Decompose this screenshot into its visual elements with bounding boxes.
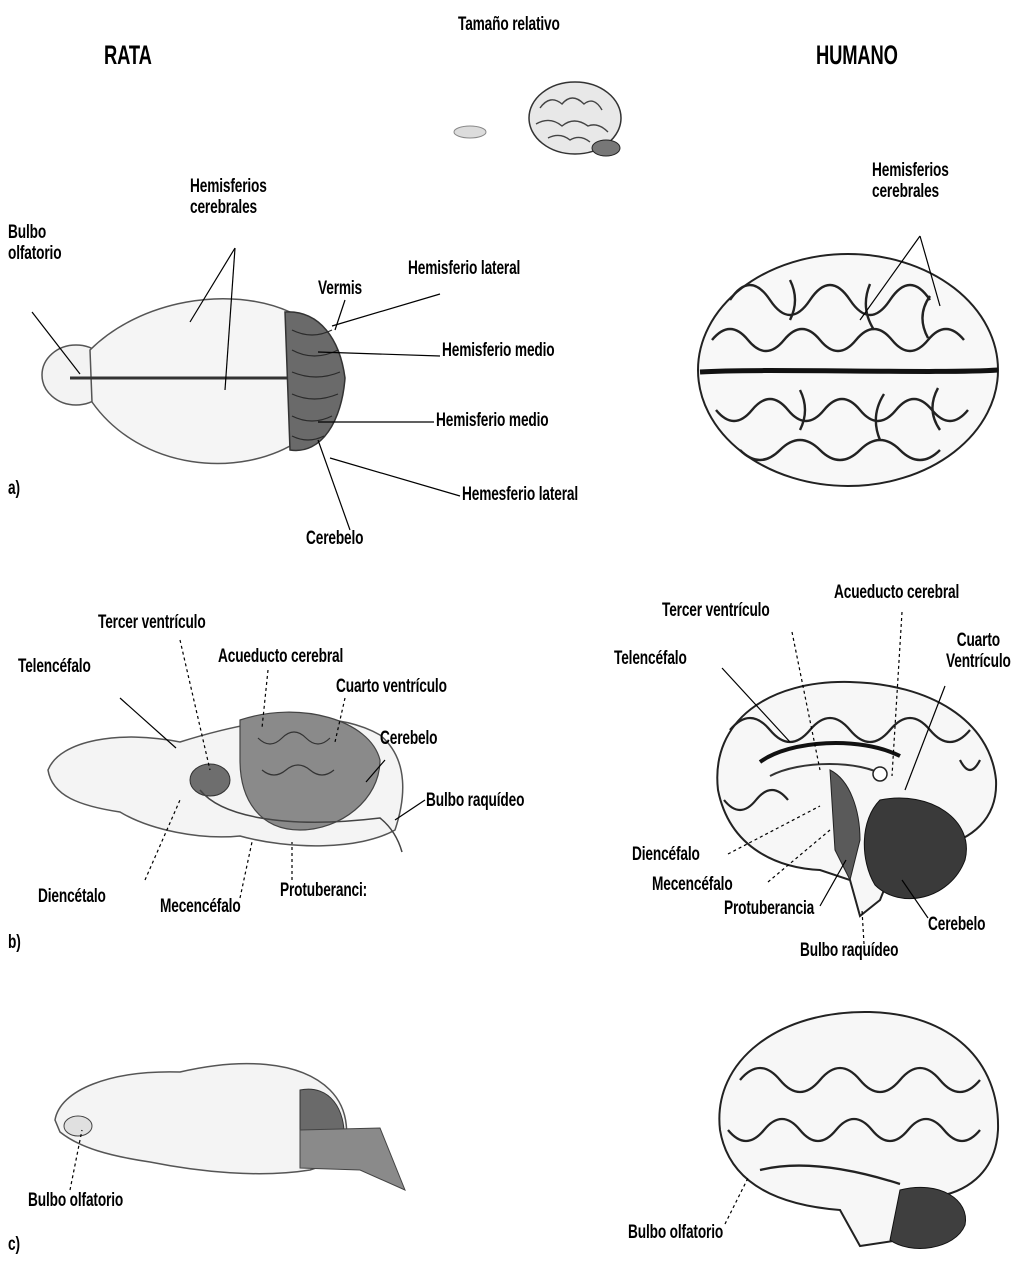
rat-middle-hemisphere-1-label: Hemisferio medio	[442, 340, 554, 361]
rat-third-ventricle-label: Tercer ventrículo	[98, 612, 206, 633]
rat-aqueduct-label: Acueducto cerebral	[218, 646, 343, 667]
rat-sagittal-brain-drawing	[48, 712, 403, 852]
rat-lateral-brain-drawing	[55, 1064, 405, 1190]
human-medulla-label: Bulbo raquídeo	[800, 940, 898, 961]
panel-letter-a: a)	[8, 478, 20, 499]
panel-letter-c: c)	[8, 1234, 20, 1255]
rat-middle-hemisphere-2-label: Hemisferio medio	[436, 410, 548, 431]
human-lateral-brain-drawing	[719, 1012, 998, 1248]
human-third-ventricle-label: Tercer ventrículo	[662, 600, 770, 621]
relative-size-title: Tamaño relativo	[458, 14, 560, 35]
rat-lateral-hemisphere-top-label: Hemisferio lateral	[408, 258, 520, 279]
relative-size-illustration	[454, 82, 621, 156]
human-cerebellum-label: Cerebelo	[928, 914, 985, 935]
human-fourth-ventricle-label: Cuarto Ventrículo	[946, 630, 1011, 673]
rat-dorsal-brain-drawing	[42, 299, 345, 464]
rat-vermis-label: Vermis	[318, 278, 362, 299]
human-sagittal-brain-drawing	[717, 682, 996, 916]
human-olfactory-bulb-label-c: Bulbo olfatorio	[628, 1222, 723, 1243]
rat-telencephalon-label: Telencéfalo	[18, 656, 91, 677]
rat-olfactory-bulb-label-c: Bulbo olfatorio	[28, 1190, 123, 1211]
human-mesencephalon-label: Mecencéfalo	[652, 874, 733, 895]
rat-cerebellum-label: Cerebelo	[306, 528, 363, 549]
human-dorsal-brain-drawing	[698, 254, 998, 486]
rat-medulla-label: Bulbo raquídeo	[426, 790, 524, 811]
human-pons-label: Protuberancia	[724, 898, 814, 919]
rat-hemispheres-label: Hemisferios cerebrales	[190, 176, 267, 219]
rat-fourth-ventricle-label: Cuarto ventrículo	[336, 676, 447, 697]
rat-olfactory-bulb-label: Bulbo olfatorio	[8, 222, 61, 265]
human-hemispheres-label: Hemisferios cerebrales	[872, 160, 949, 203]
rat-column-header: RATA	[104, 40, 152, 70]
panel-letter-b: b)	[8, 932, 21, 953]
rat-lateral-hemisphere-bottom-label: Hemesferio lateral	[462, 484, 578, 505]
rat-cerebellum-label-b: Cerebelo	[380, 728, 437, 749]
rat-pons-label: Protuberanci:	[280, 880, 367, 901]
human-aqueduct-label: Acueducto cerebral	[834, 582, 959, 603]
human-diencephalon-label: Diencéfalo	[632, 844, 700, 865]
human-column-header: HUMANO	[816, 40, 898, 70]
human-telencephalon-label: Telencéfalo	[614, 648, 687, 669]
rat-mesencephalon-label: Mecencéfalo	[160, 896, 241, 917]
rat-diencephalon-label: Diencétalo	[38, 886, 106, 907]
